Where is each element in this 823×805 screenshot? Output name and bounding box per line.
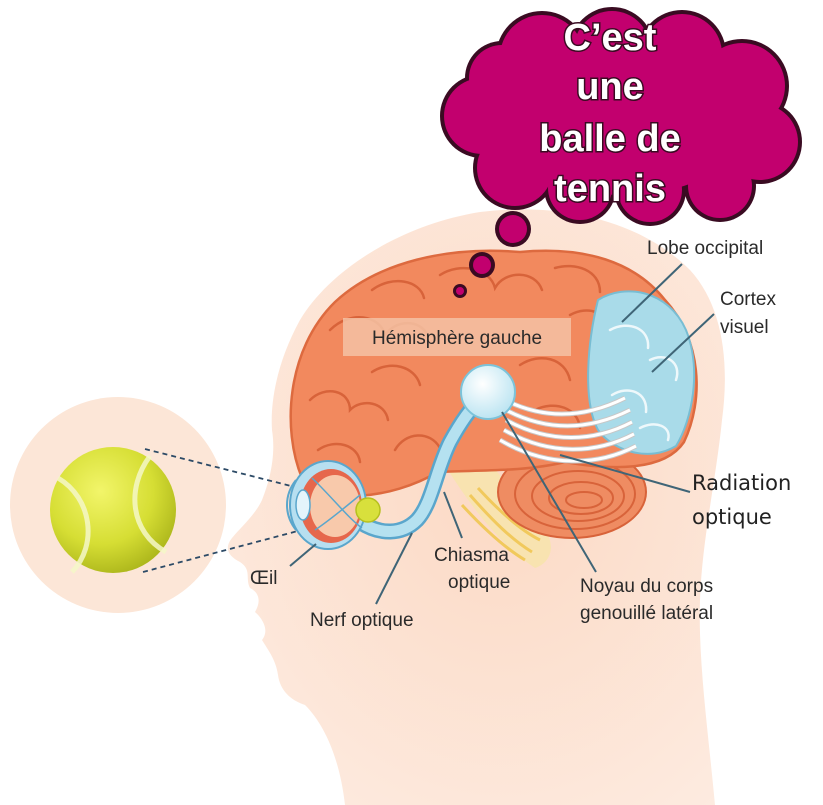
thought-text-line3: balle de [539,118,681,160]
optic-nerve-label: Nerf optique [310,610,414,631]
occipital-lobe [588,291,694,454]
thought-text-line2: une [576,66,644,108]
optic-radiation-label-line1: Radiation [692,471,791,495]
optic-chiasm-label-line2: optique [448,572,510,593]
lateral-geniculate-label-line2: genouillé latéral [580,603,713,624]
tennis-ball-icon [50,447,176,573]
lateral-geniculate-label-line1: Noyau du corps [580,576,713,597]
lateral-geniculate-nucleus [461,365,515,419]
thought-text-line1: C’est [564,17,657,59]
optic-radiation-label-line2: optique [692,505,772,529]
thought-text-line4: tennis [554,168,666,210]
optic-chiasm-label-line1: Chiasma [434,545,509,566]
retina-ball-image-icon [356,498,380,522]
hemisphere-label: Hémisphère gauche [372,328,542,349]
eye-label: Œil [250,568,277,589]
visual-cortex-label-line1: Cortex [720,289,776,310]
occipital-lobe-label: Lobe occipital [647,238,763,259]
visual-cortex-label-line2: visuel [720,317,769,338]
